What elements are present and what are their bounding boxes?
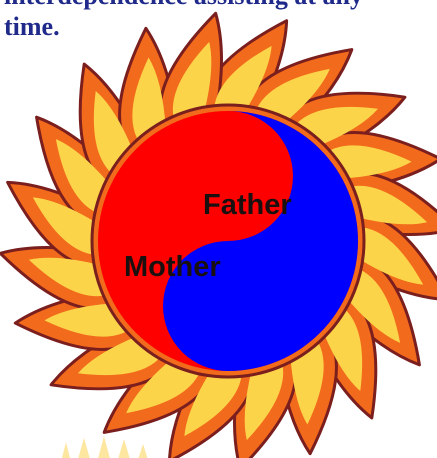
caption-text: interdependence assisting at any time.	[4, 0, 434, 42]
caption-line-1: interdependence assisting at any	[4, 0, 434, 11]
mother-label: Mother	[124, 251, 221, 283]
caption-line-2: time.	[4, 11, 434, 42]
yin-yang-symbol	[98, 111, 358, 371]
blue-dot	[210, 279, 242, 311]
red-dot	[210, 146, 242, 178]
father-label: Father	[203, 189, 292, 221]
small-sun-rays-icon	[40, 436, 170, 458]
